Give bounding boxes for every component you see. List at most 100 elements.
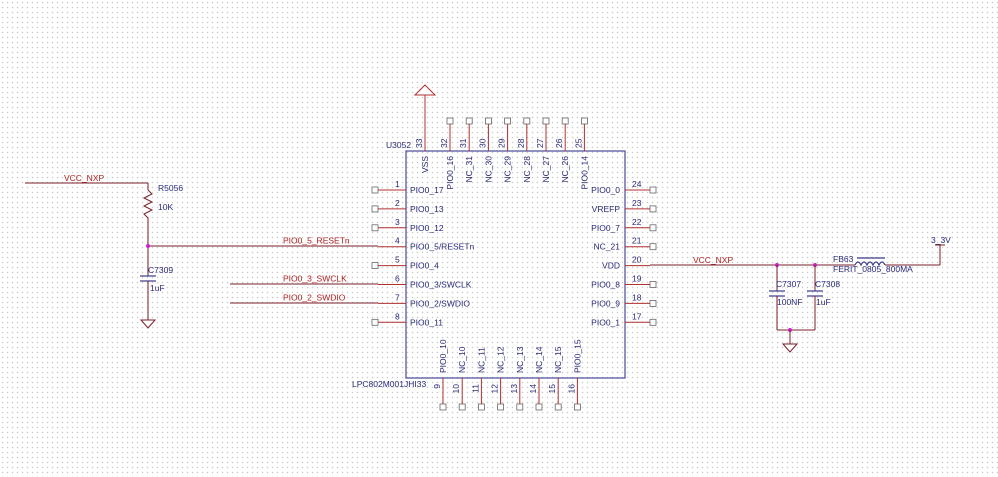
- pin-name: NC_27: [541, 156, 551, 183]
- pin-name: PIO0_1: [591, 317, 620, 327]
- resistor-ref: R5056: [158, 183, 183, 193]
- ferrite-bead-icon: [854, 261, 886, 267]
- pin-number: 20: [632, 255, 642, 265]
- pin-number: 15: [547, 384, 557, 394]
- pin-terminal-icon[interactable]: [477, 403, 485, 411]
- pin-number: 8: [395, 311, 400, 321]
- pin-number: 23: [632, 198, 642, 208]
- pin-terminal-icon[interactable]: [574, 403, 581, 411]
- pin-terminal-icon[interactable]: [484, 117, 492, 125]
- pin-number: 27: [535, 138, 545, 148]
- chip-body[interactable]: [405, 150, 626, 379]
- chip-refdes: U3052: [386, 140, 411, 150]
- pin-terminal-icon[interactable]: [535, 403, 543, 411]
- pin-number: 30: [477, 138, 487, 148]
- pin-terminal-icon[interactable]: [542, 117, 550, 125]
- pin-name: NC_13: [515, 346, 525, 373]
- pin-number: 5: [395, 255, 400, 265]
- pin-terminal-icon[interactable]: [371, 262, 379, 270]
- pin-name: NC_28: [522, 156, 532, 183]
- right-circuit: VCC_NXP C7307 100NF C7308 1uF FB63 FERIT…: [650, 235, 951, 353]
- pin-name: VSS: [420, 156, 430, 173]
- pin-number: 19: [632, 274, 642, 284]
- power-label: 3_3V: [931, 235, 951, 245]
- pin-number: 29: [497, 138, 507, 148]
- pin-terminal-icon[interactable]: [371, 205, 379, 213]
- power-arrow-icon: [413, 84, 437, 96]
- pin-terminal-icon[interactable]: [446, 117, 454, 125]
- pin-number: 22: [632, 217, 642, 227]
- pin-name: NC_11: [476, 347, 486, 373]
- pin-terminal-icon[interactable]: [649, 318, 657, 326]
- pin-name: NC_30: [483, 156, 493, 183]
- pin-terminal-icon[interactable]: [649, 186, 657, 194]
- pin-name: NC_12: [496, 346, 506, 373]
- pin-name: PIO0_10: [438, 339, 448, 373]
- pin-number: 9: [432, 384, 442, 389]
- pin-number: 4: [395, 236, 400, 246]
- pin-terminal-icon[interactable]: [458, 403, 466, 411]
- pin-terminal-icon[interactable]: [561, 117, 569, 125]
- pin-terminal-icon[interactable]: [649, 224, 657, 232]
- pin-number: 28: [516, 138, 526, 148]
- chip-pins: 1PIO0_172PIO0_133PIO0_124PIO0_5/RESETnPI…: [283, 117, 657, 411]
- pin-number: 21: [632, 236, 642, 246]
- pin-number: 14: [528, 384, 538, 394]
- resistor-icon: [142, 189, 154, 276]
- pin-terminal-icon[interactable]: [581, 117, 588, 125]
- pin-name: NC_31: [464, 156, 474, 183]
- pin-number: 16: [566, 384, 576, 394]
- capacitor-value: 1uF: [816, 297, 831, 307]
- pin-name: NC_29: [503, 156, 513, 183]
- pin-terminal-icon[interactable]: [516, 403, 524, 411]
- junction-dot: [146, 244, 150, 248]
- pin-terminal-icon[interactable]: [371, 318, 379, 326]
- pin-terminal-icon[interactable]: [523, 117, 531, 125]
- capacitor-value: 100NF: [777, 297, 803, 307]
- pin-name: PIO0_7: [591, 223, 620, 233]
- pin-terminal-icon[interactable]: [649, 281, 657, 288]
- pin-terminal-icon[interactable]: [497, 403, 505, 411]
- pin-number: 33: [414, 138, 424, 148]
- pin-number: 7: [395, 292, 400, 302]
- pin-name: PIO0_14: [579, 156, 589, 190]
- pin-number: 3: [395, 217, 400, 227]
- pin-terminal-icon[interactable]: [371, 186, 379, 194]
- resistor-value: 10K: [158, 202, 173, 212]
- pin-number: 2: [395, 198, 400, 208]
- pin-number: 10: [451, 384, 461, 394]
- pin-terminal-icon[interactable]: [465, 117, 473, 125]
- pin-terminal-icon[interactable]: [554, 403, 562, 411]
- pin-number: 12: [490, 384, 500, 394]
- left-circuit: VCC_NXP R5056 10K C7309 1uF: [25, 173, 378, 329]
- pin-name: PIO0_16: [445, 156, 455, 190]
- pin-terminal-icon[interactable]: [649, 243, 657, 251]
- pin-name: PIO0_8: [591, 280, 620, 290]
- pin-name: NC_15: [553, 346, 563, 373]
- net-label: PIO0_5_RESETn: [283, 236, 350, 246]
- capacitor-ref: C7309: [148, 265, 173, 275]
- pin-number: 17: [632, 311, 642, 321]
- ground-icon: [139, 319, 157, 329]
- pin-name: PIO0_15: [572, 339, 582, 373]
- pin-name: NC_26: [560, 156, 570, 183]
- pin-terminal-icon[interactable]: [439, 403, 447, 411]
- net-label: PIO0_2_SWDIO: [283, 292, 346, 302]
- pin-terminal-icon[interactable]: [649, 299, 657, 307]
- pin-number: 24: [632, 179, 642, 189]
- pin-name: PIO0_2/SWDIO: [410, 298, 470, 308]
- capacitor-value: 1uF: [150, 283, 165, 293]
- pin-name: PIO0_13: [410, 204, 444, 214]
- pin-terminal-icon[interactable]: [371, 224, 379, 232]
- pin-number: 26: [554, 138, 564, 148]
- pin-number: 31: [458, 138, 468, 148]
- pin-name: PIO0_17: [410, 185, 444, 195]
- pin-terminal-icon[interactable]: [504, 117, 512, 125]
- pin-number: 11: [470, 384, 480, 393]
- pin-number: 1: [395, 179, 400, 189]
- pin-name: VDD: [602, 261, 620, 271]
- ferrite-value: FERIT_0805_800MA: [833, 264, 913, 274]
- pin-number: 18: [632, 292, 642, 302]
- pin-terminal-icon[interactable]: [649, 205, 657, 213]
